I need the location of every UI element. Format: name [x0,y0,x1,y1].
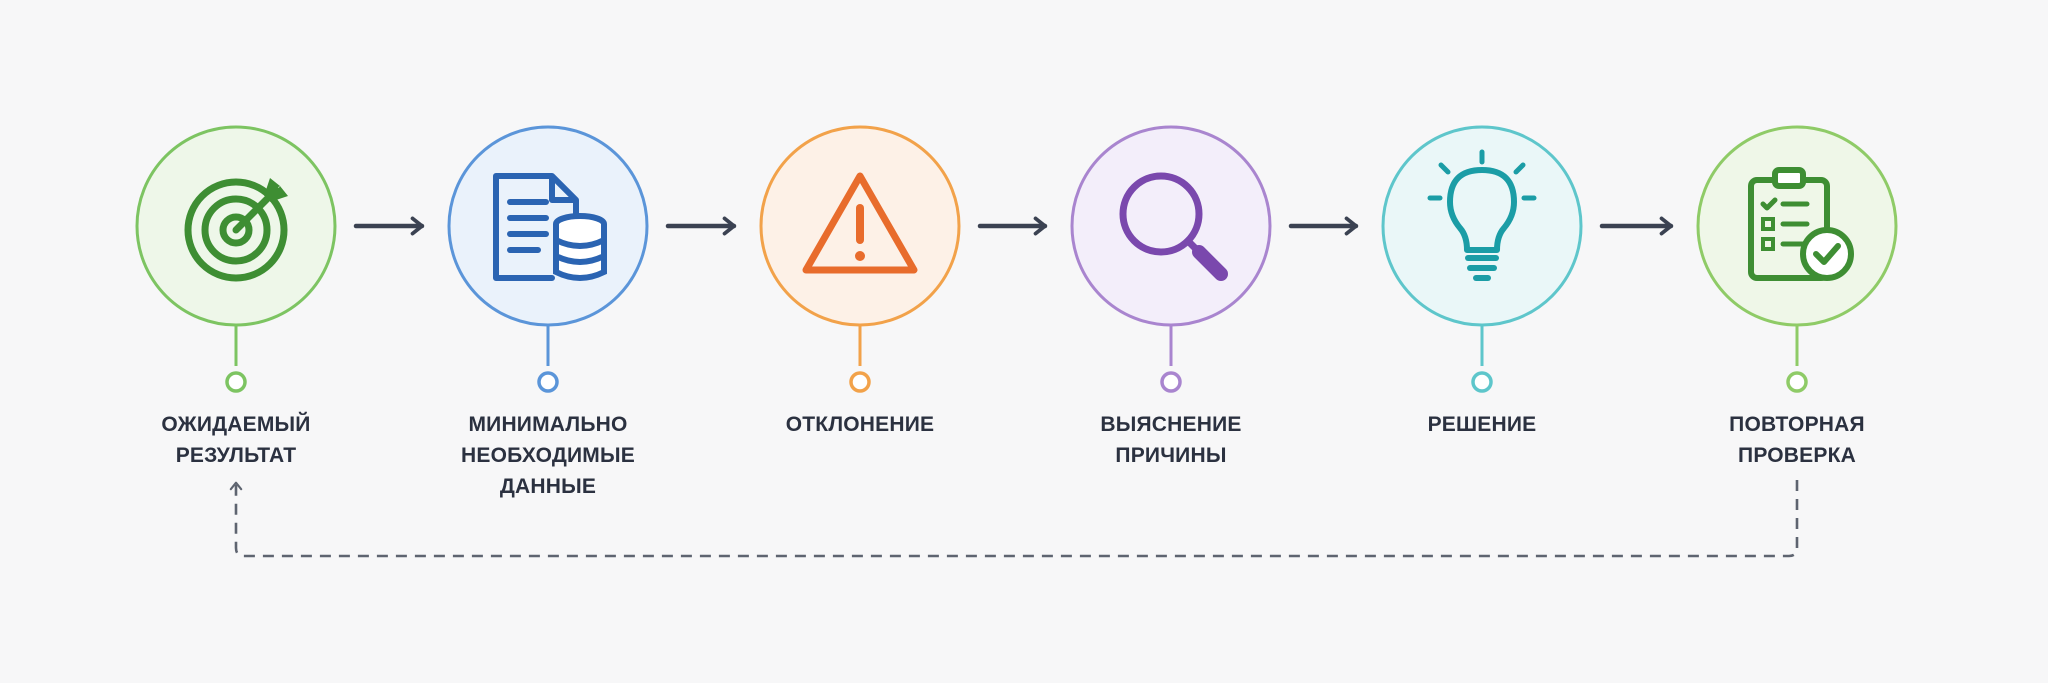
step-label-expected: ОЖИДАЕМЫЙ РЕЗУЛЬТАТ [106,409,366,471]
checklist-icon [1748,167,1854,281]
magnifier-icon [1119,172,1228,281]
step-label-line: МИНИМАЛЬНО [468,413,628,436]
step-label-line: ОТКЛОНЕНИЕ [785,413,935,436]
connector-node [225,371,247,393]
step-deviation [759,125,961,393]
document-database-icon [493,173,607,281]
connector-node [537,371,559,393]
step-label-deviation: ОТКЛОНЕНИЕ [730,409,990,440]
connector-node [849,371,871,393]
step-label-line: РЕШЕНИЕ [1427,413,1537,436]
step-label-recheck: ПОВТОРНАЯ ПРОВЕРКА [1667,409,1927,471]
target-icon [184,178,288,282]
feedback-loop-arrow [229,480,1799,558]
step-label-line: РЕЗУЛЬТАТ [175,444,297,467]
connector-node [1160,371,1182,393]
step-label-line: ПОВТОРНАЯ [1729,413,1865,436]
lightbulb-icon [1427,149,1537,281]
step-label-line: ПРИЧИНЫ [1115,444,1227,467]
step-cause [1070,125,1272,393]
connector-node [1786,371,1808,393]
step-label-line: ПРОВЕРКА [1738,444,1856,467]
step-recheck [1696,125,1898,393]
connector-node [1471,371,1493,393]
warning-triangle-icon [802,172,918,274]
step-circle [447,125,649,327]
step-label-solution: РЕШЕНИЕ [1352,409,1612,440]
step-minimal-data [447,125,649,393]
step-label-line: ОЖИДАЕМЫЙ [161,413,311,436]
step-label-minimal-data: МИНИМАЛЬНО НЕОБХОДИМЫЕ ДАННЫЕ [418,409,678,502]
step-circle [1070,125,1272,327]
step-label-cause: ВЫЯСНЕНИЕ ПРИЧИНЫ [1041,409,1301,471]
step-label-line: ВЫЯСНЕНИЕ [1100,413,1242,436]
step-label-line: НЕОБХОДИМЫЕ [461,444,635,467]
step-solution [1381,125,1583,393]
step-label-line: ДАННЫЕ [499,475,597,498]
step-expected [135,125,337,393]
